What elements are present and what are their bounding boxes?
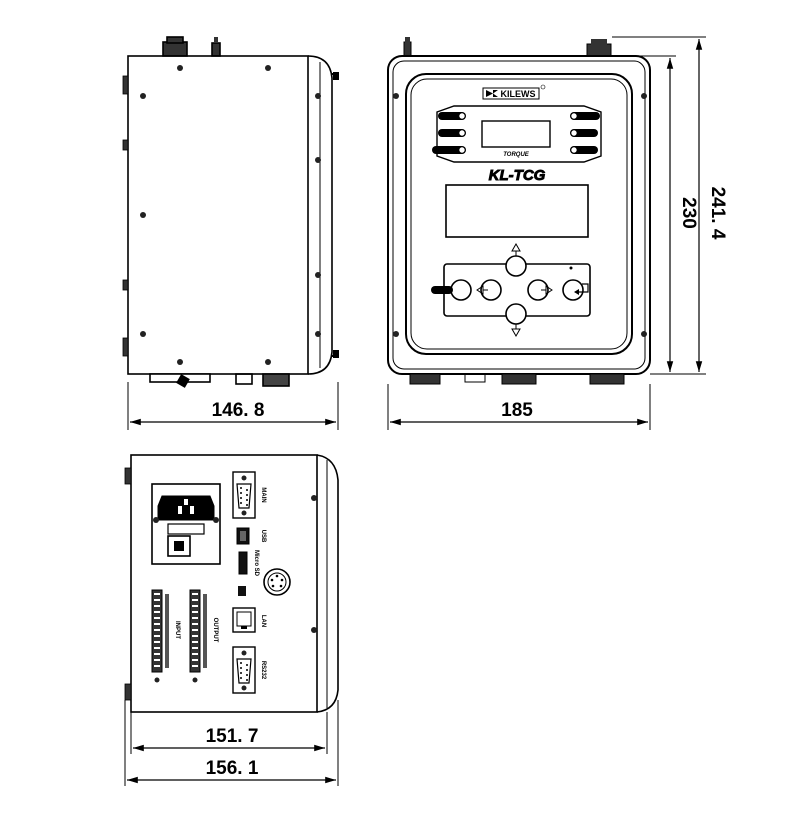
indicator-start-label: Start bbox=[582, 115, 596, 121]
output-terminal-label: OUTPUT bbox=[212, 618, 218, 643]
indicator-ng: NG bbox=[438, 129, 466, 138]
front-view bbox=[387, 37, 651, 385]
indicator-panel bbox=[436, 105, 602, 163]
side-view bbox=[122, 36, 339, 388]
back-view bbox=[124, 454, 339, 713]
output-terminal-block: OUTPUT bbox=[189, 589, 218, 673]
back-width-dimensions: 151. 7 156. 1 bbox=[124, 700, 339, 786]
din-connector bbox=[263, 568, 291, 596]
front-view-screws bbox=[393, 93, 647, 337]
key-enter bbox=[562, 279, 589, 301]
indicator-okall: OKALL bbox=[432, 146, 466, 155]
main-lcd bbox=[445, 184, 589, 238]
brand-text: KILEWS bbox=[501, 89, 536, 99]
indicator-rev-label: Rev bbox=[582, 132, 594, 138]
micro-sd-label: Micro SD bbox=[253, 550, 259, 577]
indicator-dis: Dis bbox=[570, 146, 598, 155]
main-port-label: MAIN bbox=[260, 487, 266, 502]
back-width-inner-label: 151. 7 bbox=[206, 726, 259, 747]
key-up bbox=[505, 242, 527, 277]
rs232-db9-connector: RS232 bbox=[232, 646, 266, 694]
usb-port: USB bbox=[236, 527, 266, 545]
model-name: KL-TCG bbox=[489, 167, 546, 184]
indicator-dis-label: Dis bbox=[583, 149, 593, 155]
key-right bbox=[527, 279, 553, 301]
back-view-screws bbox=[154, 495, 317, 683]
key-esc-label: ESC bbox=[435, 289, 448, 295]
torque-label: TORQUE bbox=[503, 152, 530, 158]
lan-port-label: LAN bbox=[260, 615, 266, 627]
key-down bbox=[505, 303, 527, 338]
indicator-okall-label: OKALL bbox=[436, 149, 457, 155]
brand-logo: KILEWS bbox=[482, 84, 546, 100]
power-inlet bbox=[151, 483, 221, 565]
usb-port-label: USB bbox=[260, 530, 266, 543]
back-width-outer-label: 156. 1 bbox=[206, 758, 259, 779]
indicator-start: Start bbox=[570, 112, 600, 121]
front-width-label: 185 bbox=[501, 400, 533, 421]
input-terminal-block: INPUT bbox=[151, 589, 180, 673]
front-height-dimensions: 230 241. 4 bbox=[612, 36, 728, 375]
key-esc: ESC bbox=[431, 279, 472, 301]
torque-display bbox=[481, 120, 551, 148]
front-height-inner-label: 230 bbox=[678, 197, 699, 229]
front-height-outer-label: 241. 4 bbox=[707, 187, 728, 240]
input-terminal-label: INPUT bbox=[174, 621, 180, 639]
side-width-label: 146. 8 bbox=[212, 400, 265, 421]
front-width-dimension: 185 bbox=[387, 384, 651, 430]
micro-sd-slot: Micro SD bbox=[238, 550, 259, 577]
rs232-port-label: RS232 bbox=[260, 661, 266, 680]
indicator-ok: OK bbox=[438, 112, 466, 121]
indicator-ng-label: NG bbox=[444, 132, 453, 138]
key-left bbox=[476, 279, 502, 301]
side-width-dimension: 146. 8 bbox=[127, 382, 339, 430]
lan-port: LAN bbox=[232, 607, 266, 633]
side-view-screws bbox=[140, 65, 321, 365]
indicator-rev: Rev bbox=[570, 129, 598, 138]
indicator-ok-label: OK bbox=[444, 115, 454, 121]
small-switch bbox=[238, 586, 246, 596]
main-db9-connector: MAIN bbox=[232, 471, 266, 519]
